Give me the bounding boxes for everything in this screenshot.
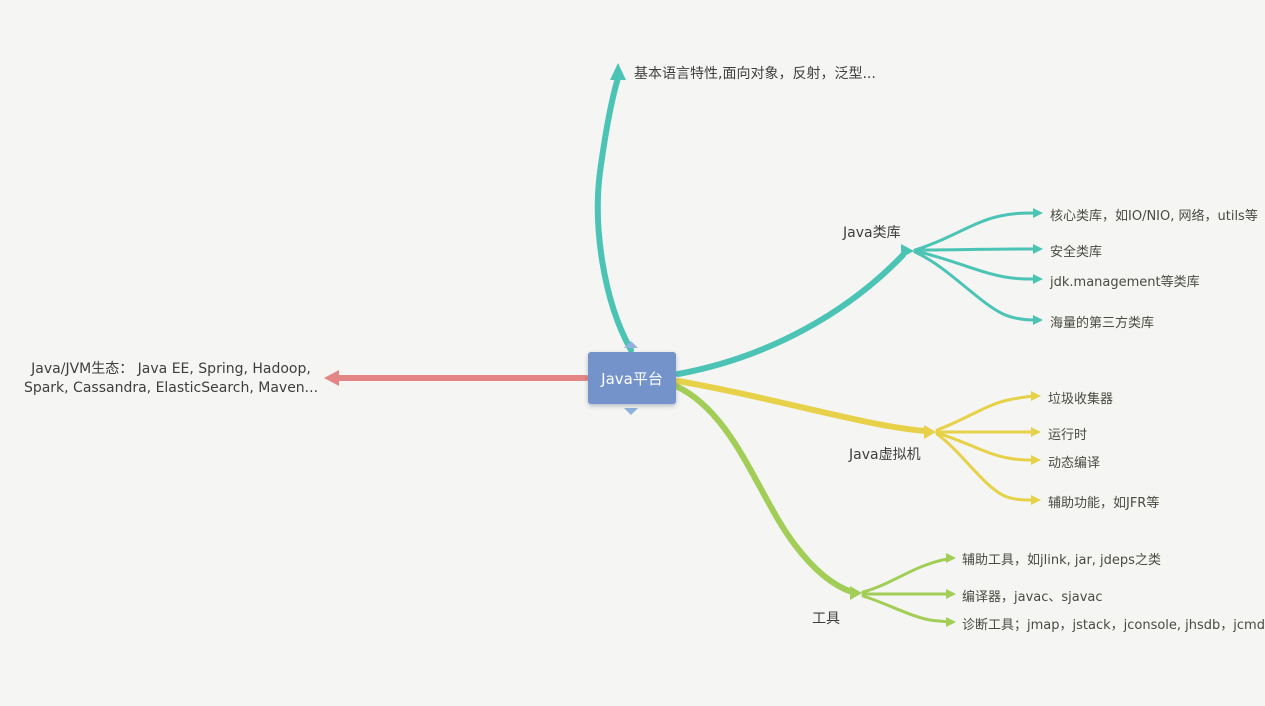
sub-arrow-icon xyxy=(1033,274,1043,284)
topic-aux-tools[interactable]: 辅助工具，如jlink, jar, jdeps之类 xyxy=(962,553,1161,568)
topic-jfr[interactable]: 辅助功能，如JFR等 xyxy=(1048,496,1160,511)
tools-sub-curve xyxy=(861,557,950,594)
branch-basics-curve xyxy=(594,75,634,353)
root-node-label: Java平台 xyxy=(601,369,663,388)
jvm-sub-curve xyxy=(935,432,1035,502)
topic-basics[interactable]: 基本语言特性,面向对象，反射，泛型... xyxy=(634,66,876,82)
branch-classlib-arrow-icon[interactable] xyxy=(901,244,914,258)
root-node[interactable]: Java平台 xyxy=(588,352,676,404)
topic-jit[interactable]: 动态编译 xyxy=(1048,456,1101,471)
topic-gc[interactable]: 垃圾收集器 xyxy=(1048,392,1114,407)
tools-sub-curve xyxy=(861,594,950,624)
topic-jvm[interactable]: Java虚拟机 xyxy=(849,447,921,463)
root-collapse-bottom-icon[interactable] xyxy=(624,408,638,415)
sub-arrow-icon xyxy=(946,589,956,599)
sub-arrow-icon xyxy=(946,553,956,563)
topic-security-libs[interactable]: 安全类库 xyxy=(1050,245,1103,260)
topic-core-libs[interactable]: 核心类库，如IO/NIO, 网络，utils等 xyxy=(1050,209,1258,224)
root-collapse-top-icon[interactable] xyxy=(624,341,638,348)
branch-tools-arrow-icon[interactable] xyxy=(850,586,862,600)
branch-ecosystem-arrow-icon xyxy=(324,370,339,386)
jvm-sub-curve xyxy=(935,394,1035,432)
sub-arrow-icon xyxy=(1031,427,1041,437)
topic-ecosystem-line1: Java/JVM生态： Java EE, Spring, Hadoop, xyxy=(31,361,311,377)
classlib-sub-curve xyxy=(913,250,1037,322)
topic-diagnostic-tools[interactable]: 诊断工具；jmap，jstack，jconsole, jhsdb，jcmd... xyxy=(962,618,1265,633)
jvm-sub-curve xyxy=(935,431,1035,462)
branch-tools-curve xyxy=(673,383,855,595)
topic-class-library[interactable]: Java类库 xyxy=(843,225,901,241)
topic-ecosystem-line2: Spark, Cassandra, ElasticSearch, Maven..… xyxy=(23,380,319,396)
branch-classlib-curve xyxy=(675,252,906,377)
sub-arrow-icon xyxy=(1033,315,1043,325)
topic-compilers[interactable]: 编译器，javac、sjavac xyxy=(962,590,1103,605)
classlib-sub-curve xyxy=(913,249,1037,281)
sub-arrow-icon xyxy=(1031,391,1041,401)
sub-arrow-icon xyxy=(1031,495,1041,505)
branch-jvm-arrow-icon[interactable] xyxy=(924,425,936,439)
classlib-sub-curve xyxy=(913,211,1037,252)
topic-tools[interactable]: 工具 xyxy=(812,611,840,627)
sub-arrow-icon xyxy=(1031,455,1041,465)
branch-jvm-curve xyxy=(675,378,928,434)
sub-arrow-icon xyxy=(946,617,956,627)
topic-runtime[interactable]: 运行时 xyxy=(1048,428,1088,443)
topic-ecosystem[interactable]: Java/JVM生态： Java EE, Spring, Hadoop, Spa… xyxy=(15,360,327,398)
sub-arrow-icon xyxy=(1033,208,1043,218)
branch-basics-arrow-icon xyxy=(610,63,626,80)
topic-thirdparty-libs[interactable]: 海量的第三方类库 xyxy=(1050,316,1155,331)
topic-jdk-management-libs[interactable]: jdk.management等类库 xyxy=(1050,275,1200,290)
sub-arrow-icon xyxy=(1033,244,1043,254)
classlib-sub-curve xyxy=(913,247,1037,252)
